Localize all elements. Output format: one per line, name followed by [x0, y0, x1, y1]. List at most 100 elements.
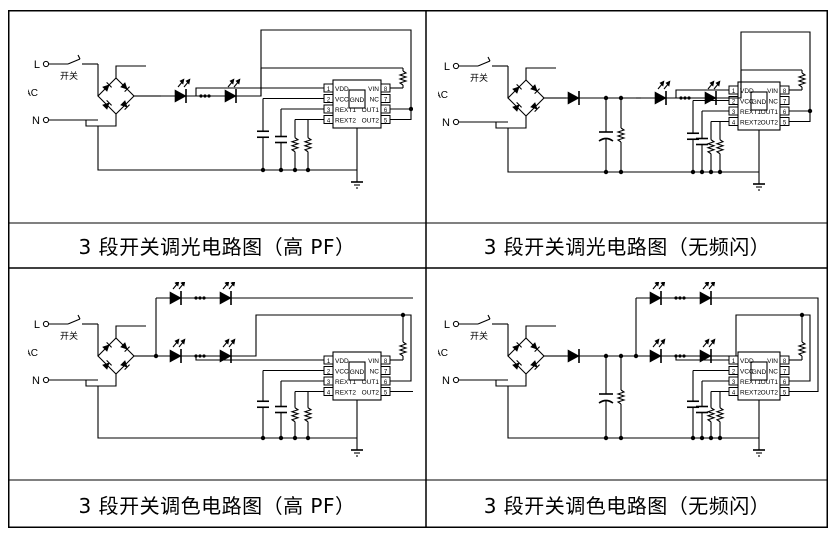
ic-gnd-label: GND — [350, 369, 365, 376]
line-label: L — [444, 319, 450, 331]
ic-pin-number: 3 — [732, 380, 736, 386]
led-triangle — [219, 291, 232, 305]
junction-dot — [260, 435, 266, 441]
ic-pin-number: 1 — [732, 359, 736, 365]
ellipsis-dot — [202, 296, 206, 300]
color-circuit-high-pf: LNAC开关1VDD8VIN2VCC7NC3REXT16OUT14REXT25O… — [28, 282, 413, 457]
neutral-label: N — [32, 115, 40, 127]
terminal-n — [452, 376, 460, 384]
caption-color-high-pf: 3 段开关调色电路图（高 PF） — [78, 493, 356, 518]
line-label: L — [34, 59, 40, 71]
ic-pin-number: 2 — [732, 370, 736, 376]
led-triangle — [704, 91, 717, 105]
ic-pin-label: VCC — [740, 369, 754, 376]
ellipsis-dot — [198, 354, 202, 358]
ellipsis-dot — [687, 96, 691, 100]
resistor — [706, 407, 716, 423]
ic-pin-label: OUT1 — [761, 109, 779, 116]
resistor — [706, 139, 716, 155]
ic-pin-label: OUT1 — [362, 379, 380, 386]
ac-label: AC — [28, 88, 38, 99]
junction-dot — [603, 435, 609, 441]
switch-label: 开关 — [60, 70, 78, 81]
junction-dot — [618, 169, 624, 175]
light-arrow-head — [230, 282, 236, 287]
wire — [726, 314, 811, 382]
ic-pin-label: VIN — [767, 88, 778, 95]
light-arrow-head — [224, 338, 230, 345]
ic-pin-number: 4 — [327, 391, 331, 397]
rectifier-diode — [120, 100, 130, 110]
terminal-l — [452, 62, 460, 70]
ic-pin-number: 6 — [384, 108, 388, 114]
resistor — [616, 389, 626, 405]
junction-dot — [708, 169, 714, 175]
rectifier-diode — [512, 84, 522, 94]
wire — [731, 31, 811, 123]
ac-label: AC — [438, 348, 448, 359]
led-triangle — [649, 291, 662, 305]
ic-pin-label: REXT1 — [335, 107, 356, 114]
light-arrow-head — [660, 338, 666, 345]
ic-pin-label: REXT2 — [335, 118, 356, 125]
ellipsis-dot — [199, 94, 203, 98]
neutral-label: N — [32, 375, 40, 387]
wire — [195, 87, 324, 96]
light-arrow-head — [704, 282, 710, 287]
grid-lines — [8, 10, 828, 528]
ic-pin-number: 8 — [783, 89, 787, 95]
bridge-rectifier — [507, 79, 545, 117]
wire — [246, 314, 412, 382]
rectifier-diode — [512, 342, 522, 352]
ic-pin-number: 4 — [732, 391, 736, 397]
bridge-rectifier — [97, 337, 135, 375]
ic-pin-label: VDD — [335, 358, 349, 365]
resistor — [398, 70, 408, 86]
ic-pin-number: 4 — [732, 121, 736, 127]
ic-pin-label: REXT2 — [740, 120, 761, 127]
ic-pin-label: REXT1 — [740, 109, 761, 116]
ic-pin-label: VCC — [740, 99, 754, 106]
ellipsis-dot — [678, 296, 682, 300]
junction-dot — [618, 435, 624, 441]
led-triangle — [169, 291, 182, 305]
light-arrow-head — [654, 282, 660, 287]
rectifier-diode — [530, 342, 540, 352]
junction-dot — [305, 167, 311, 173]
junction-dot — [717, 169, 723, 175]
wire — [675, 89, 729, 98]
led-triangle — [649, 349, 662, 363]
light-arrow-head — [174, 282, 180, 287]
resistor — [398, 341, 408, 357]
ellipsis-dot — [682, 296, 686, 300]
light-arrow-head — [179, 78, 185, 85]
ic-pin-label: OUT2 — [362, 390, 380, 397]
switch-label: 开关 — [470, 330, 488, 341]
ic-pin-number: 5 — [783, 121, 787, 127]
wire — [195, 356, 324, 361]
ic-pin-number: 6 — [384, 380, 388, 386]
wire — [77, 314, 81, 320]
ic-gnd-box — [750, 361, 768, 381]
wire — [115, 65, 146, 78]
junction-dot — [603, 169, 609, 175]
ic-pin-label: OUT2 — [761, 390, 779, 397]
ic-pin-number: 7 — [783, 100, 787, 106]
ic-pin-number: 4 — [327, 119, 331, 125]
light-arrow-head — [660, 282, 666, 287]
rectifier-diode — [120, 360, 130, 370]
ellipsis-dot — [194, 296, 198, 300]
wire — [487, 56, 491, 62]
line-label: L — [444, 61, 450, 73]
ic-pin-label: REXT2 — [740, 390, 761, 397]
ic-pin-number: 1 — [732, 89, 736, 95]
wire — [525, 325, 556, 338]
ic-pin-label: OUT2 — [761, 120, 779, 127]
light-arrow-head — [174, 338, 180, 345]
terminal-l — [452, 320, 460, 328]
color-circuit-no-flicker: LNAC开关1VDD8VIN2VCC7NC3REXT16OUT14REXT25O… — [438, 282, 819, 457]
bridge-rectifier — [97, 77, 135, 115]
terminal-l — [42, 320, 50, 328]
led-triangle — [654, 91, 667, 105]
ic-gnd-label: GND — [752, 99, 767, 106]
